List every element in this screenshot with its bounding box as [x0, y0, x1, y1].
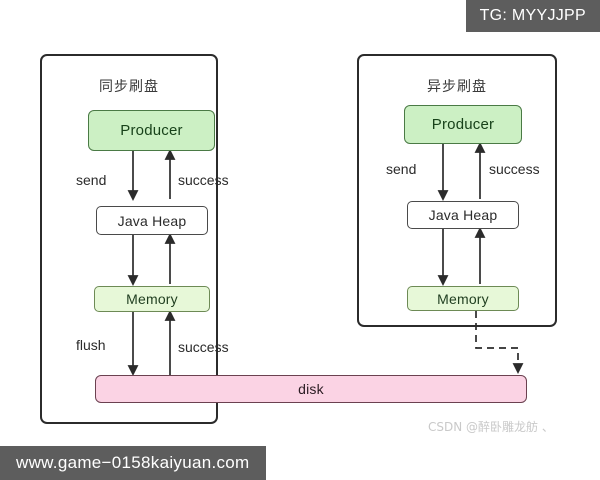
node-sync-memory[interactable]: Memory	[94, 286, 210, 312]
edge-label-async-success-heap: success	[489, 161, 540, 177]
watermark-csdn: CSDN @醉卧雕龙舫 、	[428, 420, 554, 434]
node-sync-java-heap[interactable]: Java Heap	[96, 206, 208, 235]
panel-async-title: 异步刷盘	[427, 79, 487, 95]
watermark-telegram: TG: MYYJJPP	[465, 0, 600, 32]
node-sync-producer[interactable]: Producer	[88, 110, 215, 151]
panel-async	[357, 54, 557, 327]
edge-label-async-send: send	[386, 161, 417, 177]
node-async-producer[interactable]: Producer	[404, 105, 522, 144]
edge-label-sync-success-heap: success	[178, 172, 229, 188]
panel-sync-title: 同步刷盘	[99, 79, 159, 95]
node-disk[interactable]: disk	[95, 375, 527, 403]
edge-label-sync-flush: flush	[76, 337, 106, 353]
watermark-site: www.game−0158kaiyuan.com	[0, 446, 266, 480]
edge-async-flush-dashed	[475, 311, 524, 375]
edge-label-sync-send: send	[76, 172, 107, 188]
node-async-memory[interactable]: Memory	[407, 286, 519, 311]
panel-sync	[40, 54, 218, 424]
node-async-java-heap[interactable]: Java Heap	[407, 201, 519, 229]
edge-label-sync-success-disk: success	[178, 339, 229, 355]
